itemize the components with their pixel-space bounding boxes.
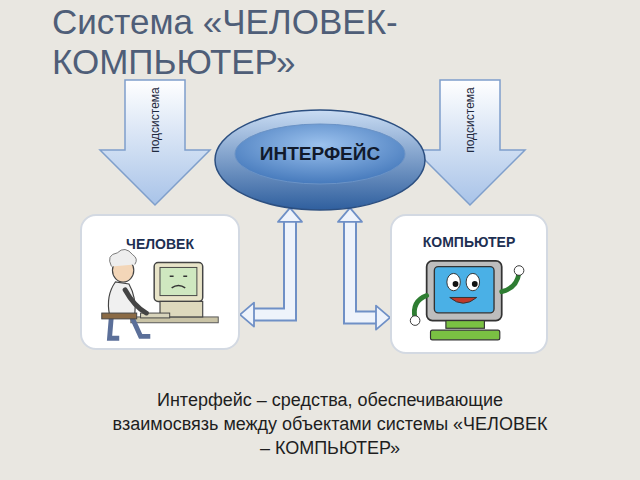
computer-box: КОМПЬЮТЕР [390, 214, 548, 354]
chair [102, 313, 137, 319]
diagram-caption: Интерфейс – средства, обеспечивающие вза… [110, 388, 550, 460]
connector-outline [350, 220, 378, 318]
hand [514, 266, 524, 276]
screen-face [170, 276, 187, 288]
arm [502, 272, 519, 291]
arrow-head [338, 208, 362, 222]
man-at-computer [82, 216, 238, 348]
pupil [453, 281, 459, 287]
double-arrow-connector [338, 208, 390, 330]
arrow-head [376, 306, 390, 330]
human-box: ЧЕЛОВЕК [80, 214, 240, 350]
diagram-title: Система «ЧЕЛОВЕК-КОМПЬЮТЕР» [52, 2, 492, 82]
connector-fill [252, 220, 290, 315]
monitor-body [427, 261, 502, 321]
subsystem-label: подсистема [147, 75, 163, 165]
connector-outline [252, 220, 290, 315]
arrow-head [240, 303, 254, 327]
pupil [472, 281, 478, 287]
arm [414, 296, 426, 319]
base [446, 321, 485, 329]
double-arrow-connector [240, 208, 302, 327]
box-title: ЧЕЛОВЕК [82, 236, 238, 252]
arm [125, 290, 146, 313]
eye [466, 273, 479, 290]
monitor [154, 263, 203, 302]
arrow-head [278, 208, 302, 222]
mouth [450, 297, 477, 303]
node-text: ИНТЕРФЕЙС [213, 143, 427, 165]
subsystem-label: подсистема [462, 75, 478, 165]
eye [447, 273, 460, 290]
keyboard [431, 330, 500, 340]
monitor-screen [434, 267, 494, 313]
hand [410, 316, 420, 326]
box-title: КОМПЬЮТЕР [392, 234, 546, 250]
interface-ellipse: ИНТЕРФЕЙС [213, 108, 427, 212]
screen [160, 267, 197, 295]
connector-fill [350, 220, 378, 318]
